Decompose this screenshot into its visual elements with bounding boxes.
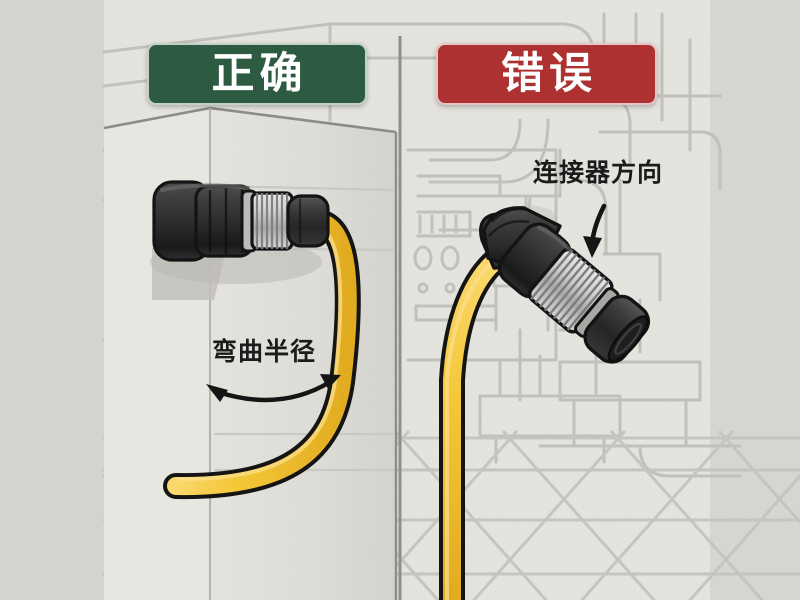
badge-correct: 正确 (147, 43, 367, 105)
badge-wrong: 错误 (436, 43, 657, 105)
annotation-bend-radius: 弯曲半径 (212, 337, 317, 366)
cable-wrong (439, 249, 507, 600)
bend-radius-arrow (206, 374, 341, 403)
annotation-connector-direction: 连接器方向 (533, 158, 664, 187)
connector-right-angle (479, 205, 651, 364)
connector-direction-arrow (583, 203, 607, 258)
connector-straight (150, 180, 330, 284)
